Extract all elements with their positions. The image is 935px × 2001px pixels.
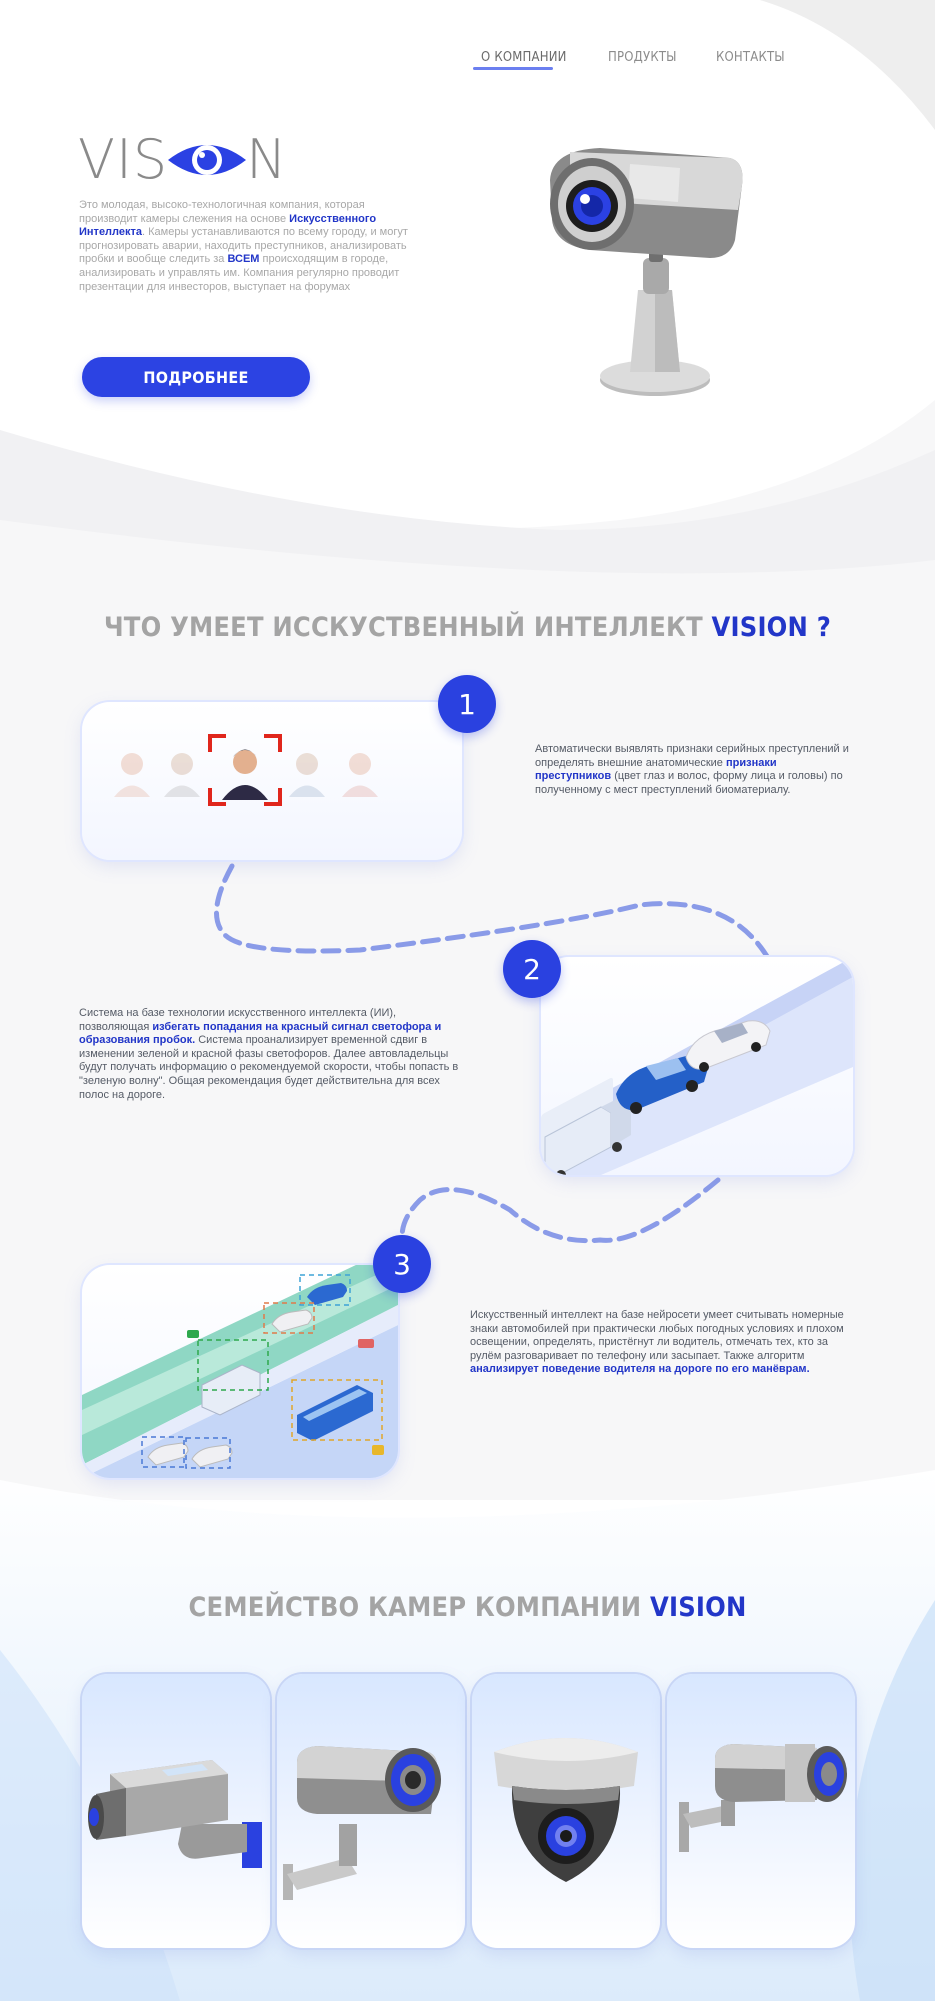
features-title: ЧТО УМЕЕТ ИССКУСТВЕННЫЙ ИНТЕЛЛЕКТ VISION… — [0, 612, 935, 643]
hero-highlight-all: ВСЕМ — [227, 253, 260, 266]
feature-text-part: Искусственный интеллект на базе нейросет… — [470, 1309, 844, 1362]
feature-text-part: Автоматически выявлять признаки серийных… — [535, 743, 849, 769]
step-badge-1: 1 — [438, 675, 496, 733]
features-title-brand: VISION ? — [711, 612, 832, 643]
product-card-compact-camera[interactable] — [667, 1674, 855, 1948]
bullet-camera-icon — [283, 1746, 441, 1900]
vision-logo[interactable]: VIS N — [78, 128, 288, 191]
feature-card-2 — [541, 957, 853, 1175]
hero-text-part: . Камеры устанавливаются по всему городу… — [79, 226, 408, 266]
more-button[interactable]: ПОДРОБНЕЕ — [82, 357, 310, 397]
feature-text-1: Автоматически выявлять признаки серийных… — [535, 743, 853, 797]
dome-camera-icon — [494, 1738, 638, 1882]
product-card-bullet-camera[interactable] — [277, 1674, 465, 1948]
products-title-text: СЕМЕЙСТВО КАМЕР КОМПАНИИ — [188, 1592, 642, 1623]
products-title-brand: VISION — [649, 1592, 747, 1623]
product-card-box-camera[interactable] — [82, 1674, 270, 1948]
logo-text-right: N — [246, 128, 288, 191]
features-title-text: ЧТО УМЕЕТ ИССКУСТВЕННЫЙ ИНТЕЛЛЕКТ — [103, 612, 703, 643]
feature-highlight-1: признаки преступников — [535, 756, 777, 783]
compact-camera-icon — [679, 1744, 847, 1852]
hero-text-part: Это молодая, высоко-технологичная компан… — [79, 199, 365, 225]
feature-text-part: Система на базе технологии искусственног… — [79, 1007, 397, 1033]
feature-text-2: Система на базе технологии искусственног… — [79, 1007, 469, 1102]
nav-item-about[interactable]: О КОМПАНИИ — [481, 50, 567, 65]
traffic-illustration — [541, 957, 853, 1175]
products-title: СЕМЕЙСТВО КАМЕР КОМПАНИИ VISION — [0, 1592, 935, 1623]
eye-logo-icon — [168, 145, 247, 175]
feature-highlight-3: анализирует поведение водителя на дороге… — [470, 1363, 810, 1376]
nav-active-underline — [473, 67, 553, 70]
face-recognition-icon — [114, 734, 378, 806]
feature-card-1 — [82, 702, 462, 860]
product-card-dome-camera[interactable] — [472, 1674, 660, 1948]
box-camera-icon — [88, 1760, 262, 1868]
nav-item-contacts[interactable]: КОНТАКТЫ — [716, 50, 785, 65]
logo-text-left: VIS — [78, 128, 169, 191]
step-badge-3: 3 — [373, 1235, 431, 1293]
feature-card-3 — [82, 1265, 398, 1478]
hero-highlight-ai: Искусственного Интеллекта — [79, 212, 377, 239]
road-detection-illustration — [82, 1265, 398, 1478]
nav-item-products[interactable]: ПРОДУКТЫ — [608, 50, 677, 65]
feature-text-part: Система проанализирует временной сдвиг в… — [79, 1034, 459, 1101]
hero-description: Это молодая, высоко-технологичная компан… — [79, 199, 419, 294]
hero-text-part: происходящим в городе, анализировать и у… — [79, 253, 400, 293]
feature-text-part: (цвет глаз и волос, форму лица и головы)… — [535, 770, 843, 796]
step-badge-2: 2 — [503, 940, 561, 998]
feature-highlight-2: избегать попадания на красный сигнал све… — [79, 1020, 442, 1047]
camera-illustration — [550, 148, 743, 396]
feature-text-3: Искусственный интеллект на базе нейросет… — [470, 1309, 850, 1377]
